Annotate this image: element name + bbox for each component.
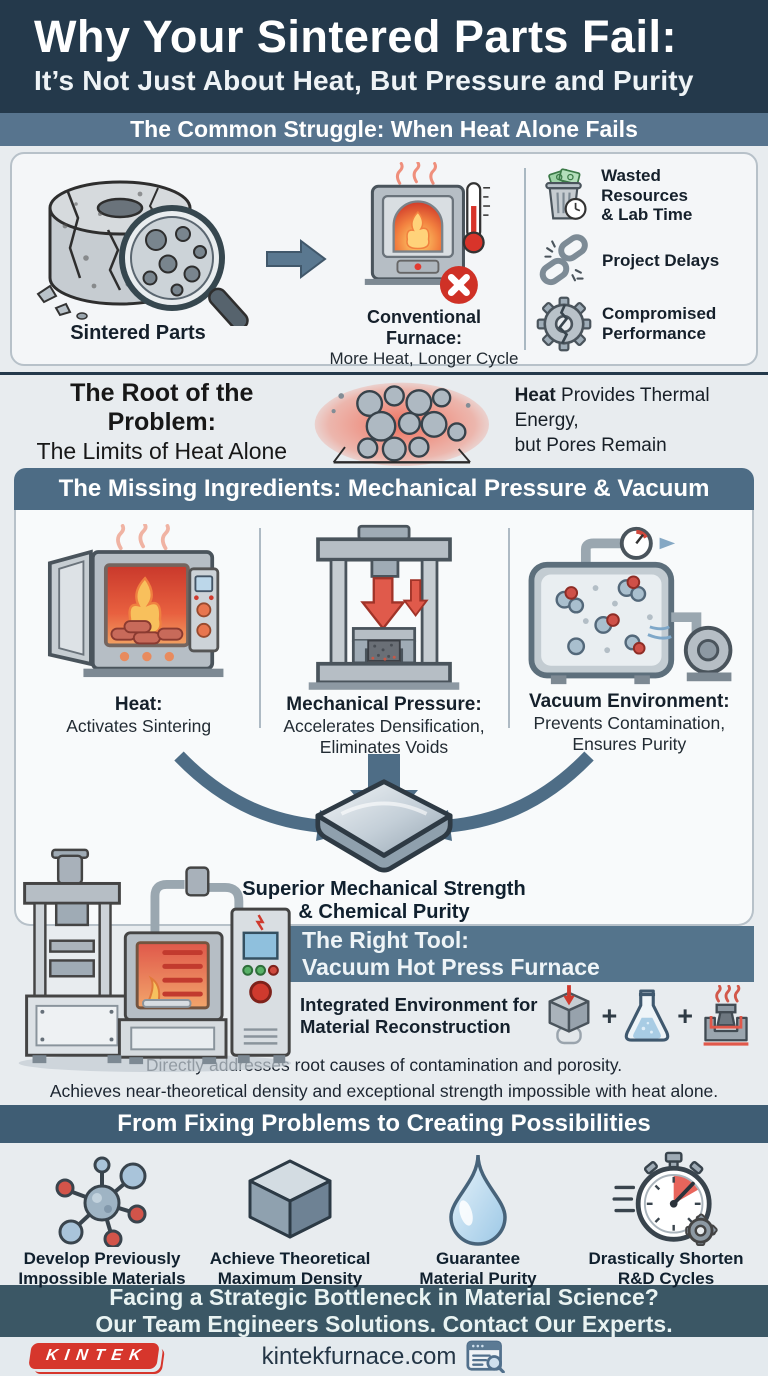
press-die-icon [548, 985, 590, 1045]
column-divider [508, 528, 510, 728]
machine-illustration [6, 842, 294, 1074]
flask-icon [624, 989, 670, 1042]
benefit-label: Achieve Theoretical Maximum Density [209, 1249, 371, 1289]
section-band-common-struggle: The Common Struggle: When Heat Alone Fai… [0, 113, 768, 146]
ingredient-columns: Heat: Activates Sintering [16, 510, 752, 762]
sintered-parts-column: Sintered Parts [12, 154, 264, 364]
root-note: Heat Provides Thermal Energy, but Pores … [514, 385, 710, 456]
impact-label: Compromised Performance [602, 304, 717, 343]
benefit-label: Develop Previously Impossible Materials [18, 1249, 186, 1289]
section-band-missing-ingredients: The Missing Ingredients: Mechanical Pres… [14, 468, 754, 510]
struggle-panel: Sintered Parts [10, 152, 758, 368]
cube-icon [248, 1159, 332, 1239]
molecule-icon [55, 1156, 147, 1247]
webpage-search-icon [466, 1340, 506, 1373]
mechanical-press-icon [308, 524, 460, 690]
ingredient-vacuum: Vacuum Environment: Prevents Contaminati… [507, 510, 752, 762]
impact-project-delays: Project Delays [536, 233, 750, 287]
ingredient-pressure: Mechanical Pressure: Accelerates Densifi… [261, 510, 506, 762]
sintered-parts-label: Sintered Parts [70, 322, 206, 344]
porous-particles-icon [314, 382, 489, 466]
ingredient-heat: Heat: Activates Sintering [16, 510, 261, 762]
benefit-rd-cycles: Drastically Shorten R&D Cycles [572, 1151, 760, 1288]
impact-compromised-performance: Compromised Performance [536, 296, 750, 352]
page-title: Why Your Sintered Parts Fail: [34, 11, 677, 62]
wasted-resources-icon [545, 167, 587, 220]
impact-wasted-resources: Wasted Resources & Lab Time [536, 166, 750, 225]
sintered-part-icon [36, 180, 249, 326]
band-label: The Common Struggle: When Heat Alone Fai… [130, 116, 638, 142]
benefit-impossible-materials: Develop Previously Impossible Materials [8, 1151, 196, 1288]
vacuum-chamber-icon [528, 526, 733, 685]
cracked-gear-icon [536, 296, 592, 352]
impact-label: Project Delays [602, 250, 720, 270]
impact-list: Wasted Resources & Lab Time [536, 162, 750, 356]
vacuum-hot-press-machine-icon [18, 848, 292, 1073]
benefit-label: Drastically Shorten R&D Cycles [588, 1249, 744, 1289]
page-subtitle: It’s Not Just About Heat, But Pressure a… [34, 65, 694, 97]
section-divider [0, 372, 768, 375]
conventional-furnace-icon [364, 162, 491, 304]
ingredients-panel: Heat: Activates Sintering [14, 510, 754, 926]
cta-banner: Facing a Strategic Bottleneck in Materia… [0, 1284, 768, 1337]
band-label: The Missing Ingredients: Mechanical Pres… [58, 475, 710, 502]
tool-sub-label: Integrated Environment for Material Reco… [300, 993, 538, 1037]
header: Why Your Sintered Parts Fail: It’s Not J… [0, 0, 768, 113]
arrow-right-icon [266, 239, 327, 279]
plus-sign: + [677, 1000, 693, 1031]
benefit-material-purity: Guarantee Material Purity [384, 1151, 572, 1288]
footer: KINTEK kintekfurnace.com [0, 1337, 768, 1376]
tool-formula-icons: + + [542, 985, 754, 1047]
band-label: From Fixing Problems to Creating Possibi… [117, 1110, 651, 1137]
root-heading: The Root of the Problem: The Limits of H… [36, 378, 288, 464]
tool-subsection: Integrated Environment for Material Reco… [0, 982, 768, 1050]
metal-block-icon [315, 779, 453, 873]
benefit-label: Guarantee Material Purity [419, 1249, 537, 1289]
right-tool-bar: The Right Tool: Vacuum Hot Press Furnace [272, 926, 754, 982]
broken-chain-icon [539, 234, 588, 286]
arrow-column [264, 154, 328, 364]
benefit-list: Develop Previously Impossible Materials … [0, 1143, 768, 1288]
hot-die-icon [703, 985, 749, 1046]
plus-sign: + [601, 1000, 618, 1031]
conventional-furnace-column: Conventional Furnace: More Heat, Longer … [328, 154, 520, 368]
benefit-maximum-density: Achieve Theoretical Maximum Density [196, 1151, 384, 1288]
column-divider [524, 168, 526, 350]
section-common-struggle: Sintered Parts [0, 146, 768, 372]
furnace-caption-title: Conventional Furnace: [366, 307, 481, 348]
stopwatch-icon [612, 1151, 718, 1247]
section-band-possibilities: From Fixing Problems to Creating Possibi… [0, 1105, 768, 1143]
impact-label: Wasted Resources & Lab Time [601, 166, 693, 225]
furnace-caption-desc: More Heat, Longer Cycle [329, 349, 519, 368]
section-root-of-problem: The Root of the Problem: The Limits of H… [0, 375, 768, 468]
website-url[interactable]: kintekfurnace.com [261, 1342, 457, 1370]
heat-furnace-icon [48, 524, 224, 678]
column-divider [259, 528, 261, 728]
droplet-icon [449, 1154, 507, 1246]
result-caption: Superior Mechanical Strength & Chemical … [242, 878, 526, 923]
kintek-logo: KINTEK [28, 1343, 160, 1369]
